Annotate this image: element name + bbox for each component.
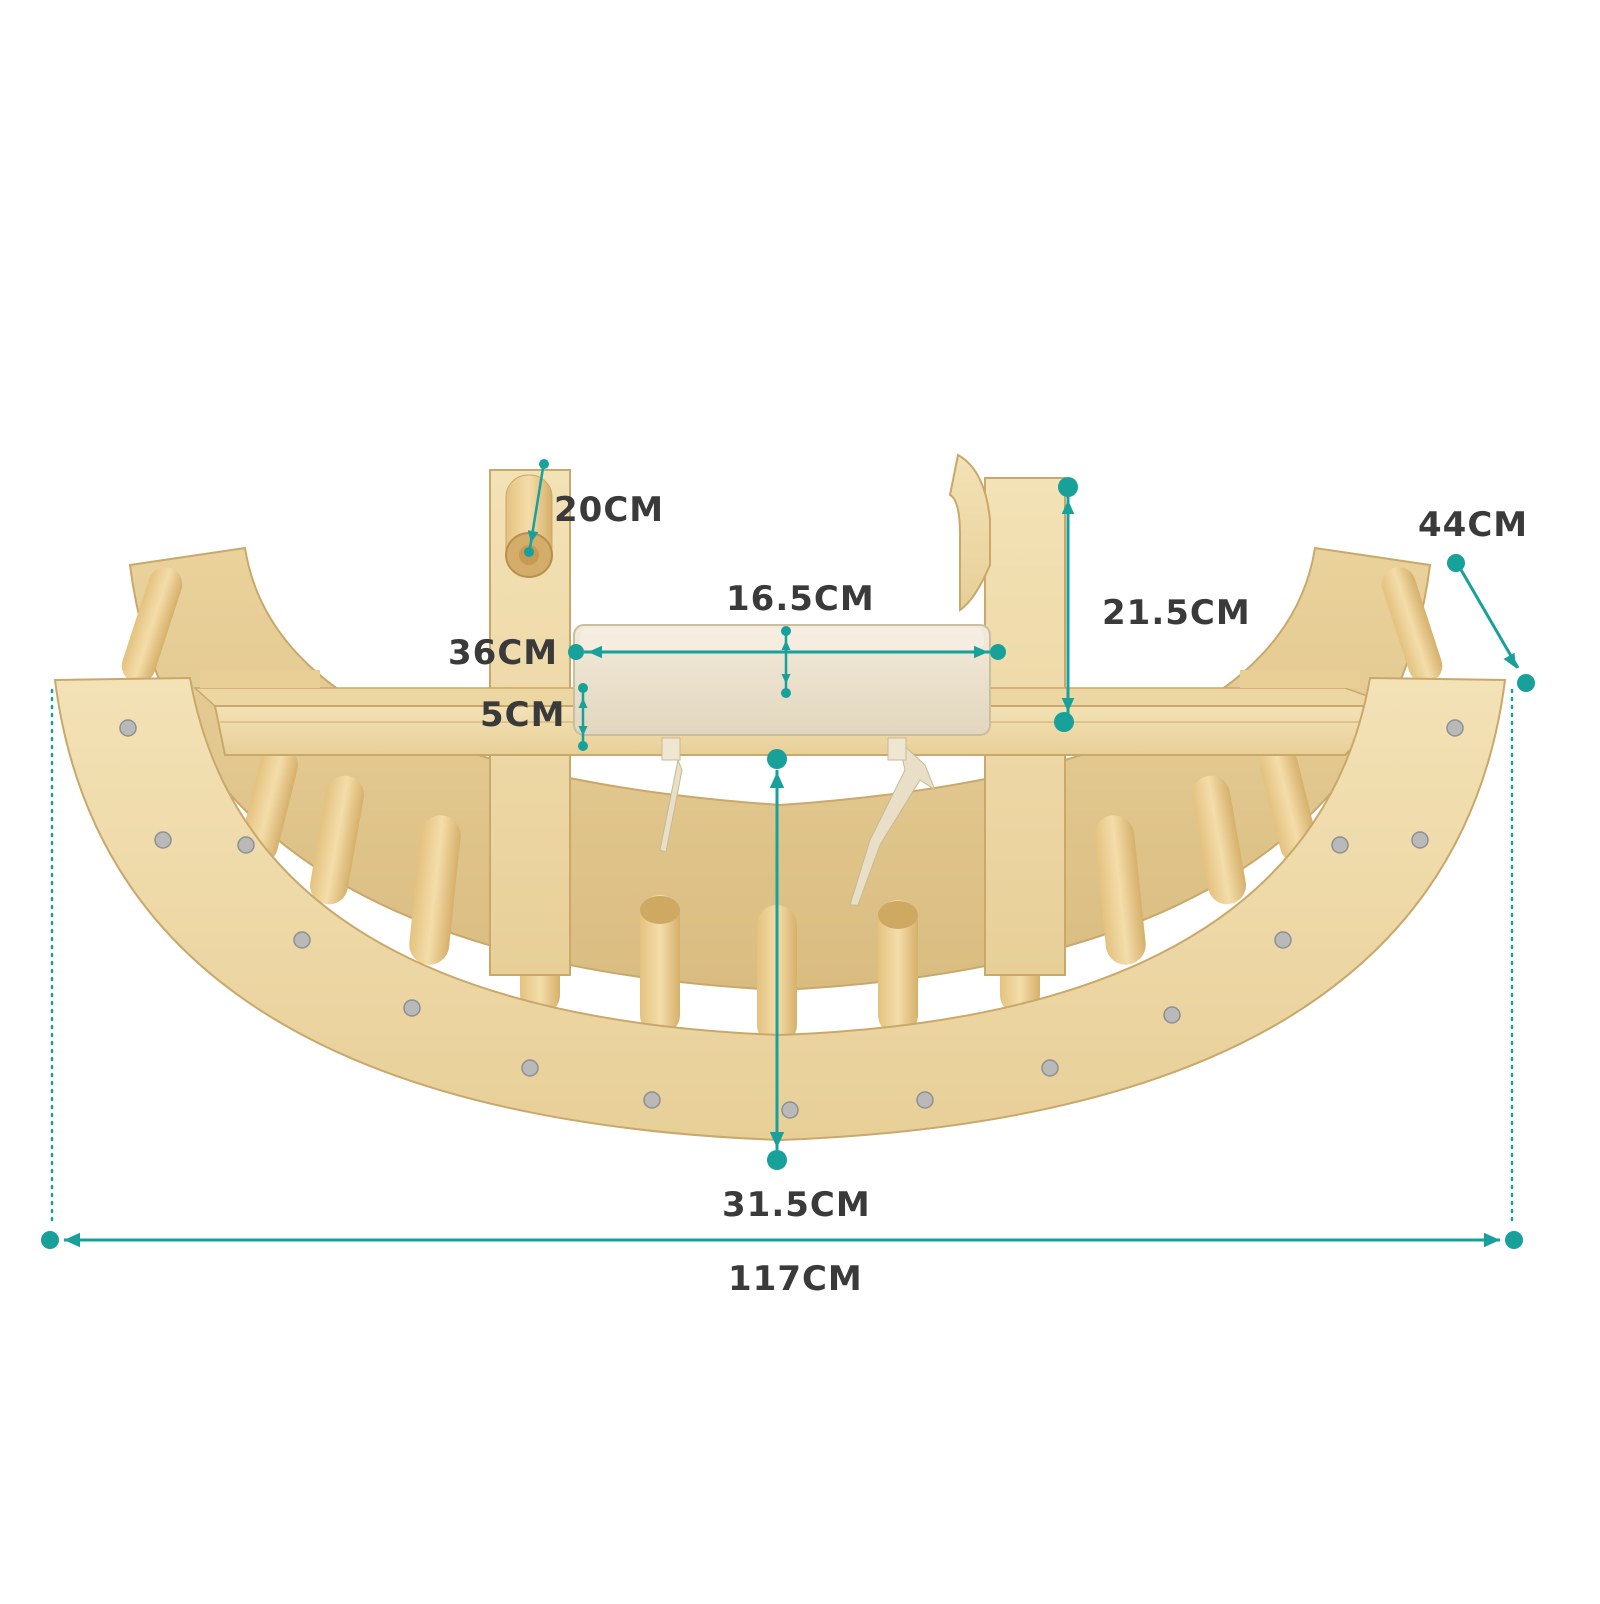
backrest-height-dot-top xyxy=(1058,477,1078,497)
seat-width-label: 16.5CM xyxy=(726,579,875,619)
overall-depth-dot-bottom xyxy=(1517,674,1535,692)
dimension-lines xyxy=(41,459,1535,1249)
overall-length-dot-left xyxy=(41,1231,59,1249)
screws xyxy=(119,719,1464,1119)
screw-4 xyxy=(293,931,311,949)
screw-2 xyxy=(154,831,172,849)
screw-1 xyxy=(119,719,137,737)
seat-depth-arrow-top xyxy=(781,640,791,650)
seat-width-dot-left xyxy=(568,644,584,660)
seat-thickness-arrow-top xyxy=(578,698,588,708)
overall-depth-dot-top xyxy=(1447,554,1465,572)
screw-5 xyxy=(403,999,421,1017)
overall-depth-arrow-bottom xyxy=(1503,652,1516,668)
arc-height-arrow-top xyxy=(769,772,785,788)
arc-height-dot-bottom xyxy=(767,1150,787,1170)
handle-length-dot-top xyxy=(539,459,549,469)
screw-12 xyxy=(1274,931,1292,949)
overall-length-label: 117CM xyxy=(728,1259,863,1299)
overall-length-dot-right xyxy=(1505,1231,1523,1249)
backrest-height-label: 21.5CM xyxy=(1102,593,1251,633)
handle-length-dot-bottom xyxy=(524,547,534,557)
backrest xyxy=(948,453,991,612)
arc-height-arrow-bottom xyxy=(769,1132,785,1148)
seat-depth-label: 36CM xyxy=(448,633,559,673)
cushion-tie-right xyxy=(849,738,937,906)
front-rocker-panel xyxy=(53,676,1507,1142)
screw-8 xyxy=(781,1101,799,1119)
seat-depth-arrow-bottom xyxy=(781,674,791,684)
screw-7 xyxy=(643,1091,661,1109)
seat-thickness-arrow-bottom xyxy=(578,726,588,736)
seat-thickness-dot-bottom xyxy=(578,741,588,751)
screw-13 xyxy=(1331,836,1349,854)
seat-width-arrow-left xyxy=(588,645,602,659)
screw-14 xyxy=(1411,831,1429,849)
arc-height-label: 31.5CM xyxy=(722,1185,871,1225)
seat-width-dot-right xyxy=(990,644,1006,660)
screw-6 xyxy=(521,1059,539,1077)
overall-length-arrow-right xyxy=(1484,1232,1500,1248)
backrest-height-arrow-bottom xyxy=(1061,698,1075,712)
arc-height-dot-top xyxy=(767,749,787,769)
seat-width-arrow-right xyxy=(974,645,988,659)
seat-thickness-label: 5CM xyxy=(480,695,566,735)
screw-9 xyxy=(916,1091,934,1109)
backrest-height-dot-bottom xyxy=(1054,712,1074,732)
seat-depth-dot-top xyxy=(781,626,791,636)
overall-depth-label: 44CM xyxy=(1418,505,1529,545)
screw-15 xyxy=(1446,719,1464,737)
screw-10 xyxy=(1041,1059,1059,1077)
screw-3 xyxy=(237,836,255,854)
screw-11 xyxy=(1163,1006,1181,1024)
seat-depth-dot-bottom xyxy=(781,688,791,698)
handle-length-label: 20CM xyxy=(554,490,665,530)
seat-thickness-dot-top xyxy=(578,683,588,693)
overall-depth-line xyxy=(1458,567,1520,669)
handle-length-arrow-bottom xyxy=(527,530,539,543)
overall-length-arrow-left xyxy=(64,1232,80,1248)
backrest-height-arrow-top xyxy=(1061,500,1075,514)
